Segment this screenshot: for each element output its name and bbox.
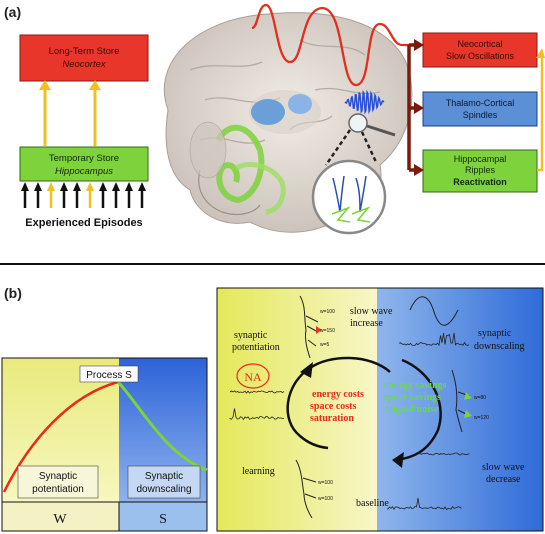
syn-pot-label-1: Synaptic	[39, 471, 77, 482]
save-1: energy savings	[384, 380, 447, 391]
ripples-line1: Hippocampal	[454, 154, 507, 164]
slow-osc-line2: Slow Oscillations	[446, 51, 515, 61]
tmp-line1: Temporary Store	[49, 153, 119, 164]
sleep-label: S	[159, 512, 167, 527]
cost-2: space costs	[310, 401, 356, 412]
syn-down-label-2: downscaling	[136, 484, 191, 495]
magnified-neuron-circle	[311, 159, 387, 235]
panel-b-label: (b)	[4, 285, 22, 301]
episode-arrowhead	[112, 182, 120, 191]
episode-arrowhead	[125, 182, 133, 191]
ltm-line1: Long-Term Store	[49, 46, 120, 57]
save-3: ↑signal/noise	[384, 404, 439, 415]
hippocampus-green	[215, 124, 265, 204]
ripples-line3: Reactivation	[453, 177, 507, 187]
slow-wave-large	[409, 296, 459, 326]
cost-1: energy costs	[312, 389, 364, 400]
episode-arrowhead	[47, 182, 55, 191]
ripples-box	[422, 149, 538, 193]
syn-pot-label-2: potentiation	[32, 484, 84, 495]
spindles-box	[422, 91, 538, 127]
episode-arrowhead	[99, 182, 107, 191]
w100c: w=100	[318, 496, 333, 502]
episode-arrowhead	[73, 182, 81, 191]
episode-arrowhead	[86, 182, 94, 191]
tmp-line2: Hippocampus	[55, 166, 113, 177]
w100a: w=100	[320, 309, 335, 315]
ltm-line2: Neocortex	[62, 59, 107, 70]
experienced-episodes-label: Experienced Episodes	[25, 217, 142, 229]
cycle-arrow-left	[286, 356, 391, 450]
feedback-arrow	[537, 50, 544, 172]
r-slow-dec-1: slow wave	[482, 462, 525, 473]
r-syn-down-1: synaptic	[478, 328, 512, 339]
neuron-sketches	[295, 295, 471, 519]
spindle-trace	[344, 89, 385, 115]
episode-arrowhead	[60, 182, 68, 191]
trace-slow-increase	[399, 332, 470, 347]
cycle-arrow-right	[395, 358, 442, 462]
r-syn-down-2: downscaling	[474, 341, 525, 352]
baseline-label: baseline	[356, 498, 389, 509]
na-label: NA	[244, 370, 262, 384]
process-s-wake-curve	[2, 380, 119, 493]
episode-arrows	[21, 182, 146, 208]
r-slow-inc-2: increase	[350, 318, 383, 329]
episode-arrowhead	[138, 182, 146, 191]
slow-oscillation-trace	[251, 3, 418, 87]
long-term-store-box	[19, 34, 149, 82]
r-slow-inc-1: slow wave	[350, 306, 393, 317]
r-slow-dec-2: decrease	[486, 474, 521, 485]
episode-arrowhead	[21, 182, 29, 191]
ripples-line2: Ripples	[465, 165, 496, 175]
wake-label: W	[53, 512, 67, 527]
thalamus-blue	[251, 99, 285, 125]
learning-label: learning	[242, 466, 275, 477]
r-syn-pot-1: synaptic	[234, 330, 268, 341]
slow-osc-line1: Neocortical	[457, 39, 502, 49]
panel-a-label: (a)	[4, 4, 21, 20]
process-s-chart: Process S Synaptic potentiation Synaptic…	[1, 357, 208, 532]
w5: w=5	[320, 342, 330, 348]
trace-slow-decrease-bottom	[387, 497, 462, 511]
consolidation-arrows	[39, 80, 101, 146]
process-s-sleep-curve	[116, 380, 208, 472]
r-syn-pot-2: potentiation	[232, 342, 280, 353]
w150: w=150	[320, 328, 335, 334]
homeostasis-cycle-panel: synaptic potentiation slow wave increase…	[216, 287, 544, 532]
slow-oscillations-box	[422, 32, 538, 68]
spindles-line1: Thalamo-Cortical	[446, 98, 515, 108]
save-2: space savings	[384, 392, 441, 403]
w80: w=80	[474, 395, 486, 401]
trace-na-top	[229, 390, 285, 394]
process-s-label: Process S	[86, 370, 132, 381]
cost-3: saturation	[310, 413, 354, 424]
trace-na-bottom	[229, 408, 285, 421]
trace-slow-decrease-top	[419, 452, 470, 456]
temporary-store-box	[19, 146, 149, 182]
spindles-line2: Spindles	[463, 110, 498, 120]
syn-down-label-1: Synaptic	[145, 471, 183, 482]
w100b: w=100	[318, 480, 333, 486]
episode-arrowhead	[34, 182, 42, 191]
magnifier	[311, 113, 396, 235]
w120: w=120	[474, 415, 489, 421]
